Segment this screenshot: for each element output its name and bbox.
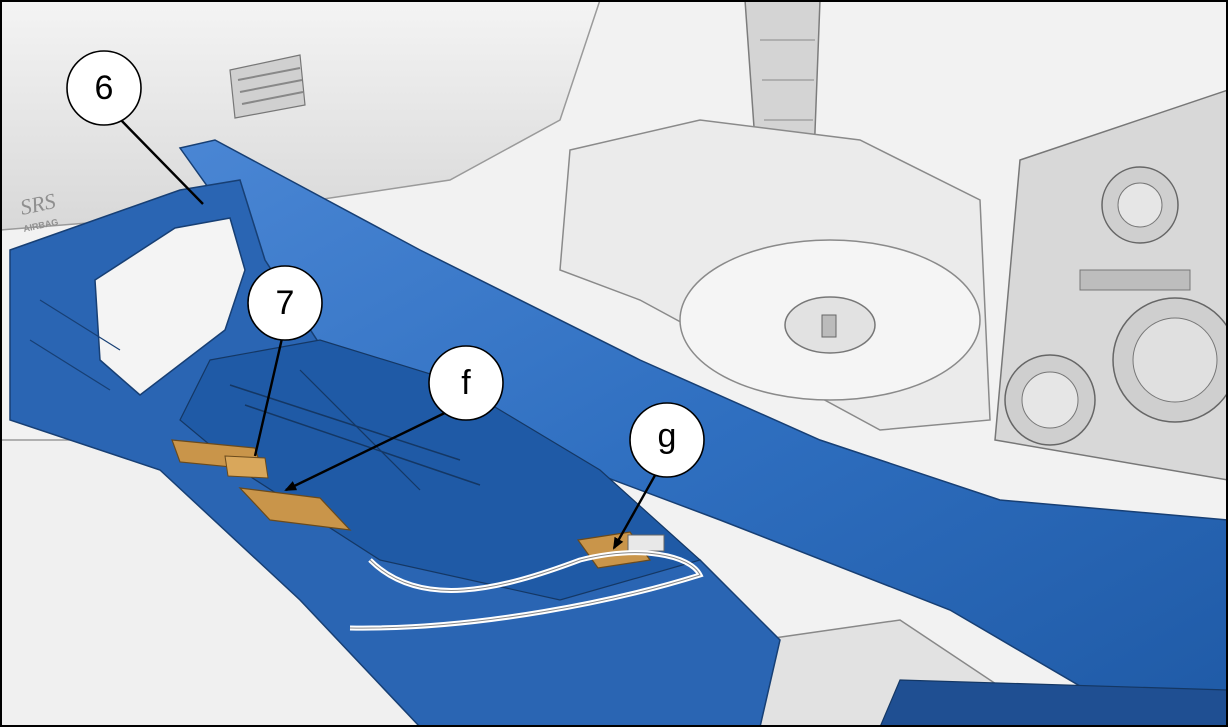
callout-label-g: g — [658, 417, 677, 455]
callout-label-6: 6 — [95, 69, 114, 107]
airbag-marking: SRS AIRBAG — [18, 188, 59, 234]
leader-f — [284, 406, 456, 492]
callout-7: 7 — [247, 265, 323, 341]
callout-label-7: 7 — [276, 284, 295, 322]
air-vent — [229, 54, 306, 119]
ignition-housing — [679, 239, 981, 401]
callout-g: g — [629, 402, 705, 478]
leader-6 — [116, 115, 204, 205]
leader-g — [612, 469, 660, 550]
callout-6: 6 — [66, 50, 142, 126]
clip-7 — [171, 439, 269, 479]
clip-f — [238, 487, 352, 531]
center-console — [994, 89, 1228, 481]
leader-7 — [253, 333, 285, 457]
callout-label-f: f — [461, 364, 471, 402]
callout-f: f — [428, 345, 504, 421]
